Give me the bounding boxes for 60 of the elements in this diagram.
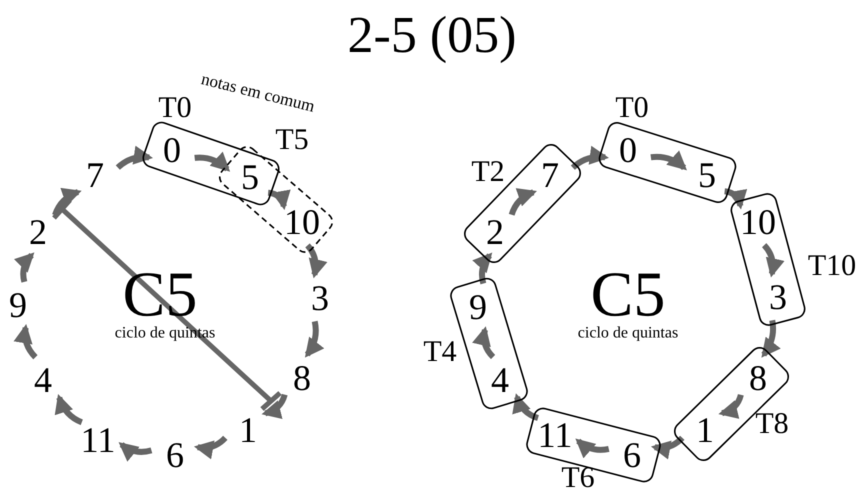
pitch-class-number: 10 <box>740 204 776 240</box>
pitch-class-number: 1 <box>696 412 714 448</box>
transposition-label: T10 <box>808 251 856 281</box>
annotation-note: notas em comum <box>199 70 317 116</box>
pitch-class-number: 6 <box>166 437 184 473</box>
arrow <box>650 436 684 459</box>
diagram-title: 2-5 (05) <box>346 8 518 64</box>
arrow <box>718 394 744 418</box>
arrow <box>512 393 539 421</box>
arrow <box>724 188 746 210</box>
transposition-label: T0 <box>158 93 192 123</box>
pitch-class-number: 9 <box>469 289 487 325</box>
pitch-class-number: 5 <box>698 157 716 193</box>
pitch-class-number: 10 <box>284 204 320 240</box>
arrow <box>52 188 82 216</box>
transposition-label: T6 <box>561 463 595 493</box>
arrow <box>55 394 83 426</box>
transposition-label: T0 <box>615 93 649 123</box>
pitch-class-number: 8 <box>293 360 311 396</box>
transposition-label: T8 <box>755 409 789 439</box>
arrow <box>116 146 153 170</box>
pitch-class-number: 0 <box>163 132 181 168</box>
arrow <box>472 326 496 360</box>
arrow <box>262 394 288 418</box>
pitch-class-number: 8 <box>749 360 767 396</box>
arrow <box>761 320 781 358</box>
arrow <box>305 243 327 278</box>
arrow <box>570 146 609 170</box>
pitch-class-number: 6 <box>623 437 641 473</box>
pitch-class-number: 2 <box>486 214 504 250</box>
pitch-class-number: 1 <box>239 412 257 448</box>
pitch-class-number: 7 <box>86 157 104 193</box>
arrow <box>14 252 34 283</box>
pitch-class-number: 11 <box>80 422 116 458</box>
arrow <box>304 320 324 358</box>
arrow <box>508 188 537 216</box>
pitch-class-number: 0 <box>619 132 637 168</box>
pitch-class-number: 7 <box>541 157 559 193</box>
pitch-class-number: 4 <box>491 362 509 398</box>
pitch-class-number: 2 <box>29 214 47 250</box>
arrow <box>650 150 688 170</box>
arrow <box>118 442 152 462</box>
arrow <box>194 436 228 459</box>
arrow <box>762 243 784 278</box>
pitch-class-number: 3 <box>769 279 787 315</box>
pitch-class-number: 3 <box>311 280 329 316</box>
arrow <box>472 252 492 284</box>
arrow <box>14 324 38 360</box>
pitch-class-number: 11 <box>538 417 572 453</box>
pitch-class-number: 5 <box>241 159 259 195</box>
arrow <box>268 189 290 210</box>
pitch-class-number: 9 <box>9 287 27 323</box>
transposition-label: T2 <box>471 157 505 187</box>
transposition-label: T5 <box>275 125 309 155</box>
pitch-class-number: 4 <box>34 362 52 398</box>
cycle-symbol: C5 <box>590 260 666 328</box>
transposition-label: T4 <box>423 337 457 367</box>
arrow <box>194 152 230 172</box>
cycle-caption: ciclo de quintas <box>578 324 678 342</box>
arrow <box>575 438 610 458</box>
